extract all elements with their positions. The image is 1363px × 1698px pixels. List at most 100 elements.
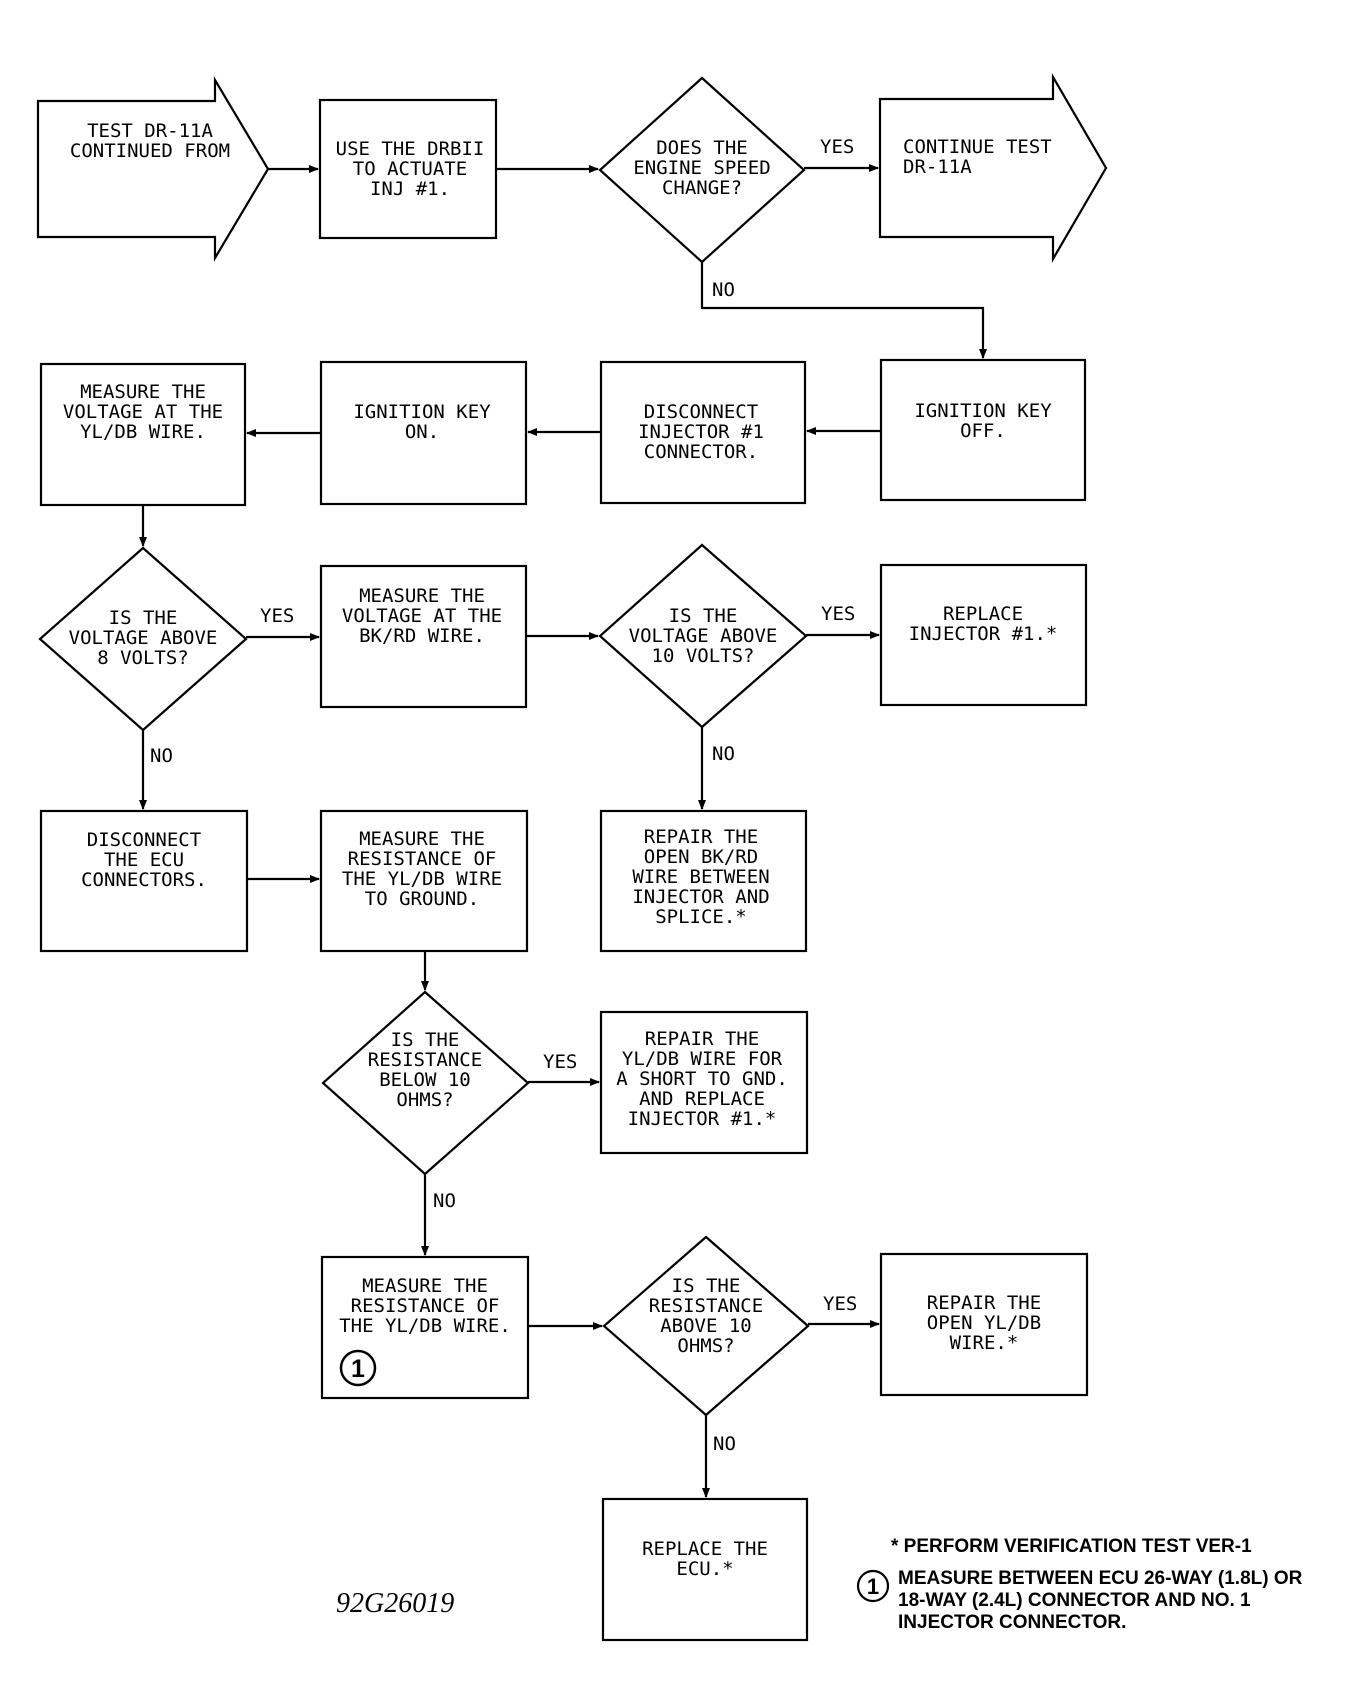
label-yes-below10: YES — [543, 1051, 577, 1073]
node-text-line: BELOW 10 — [379, 1069, 471, 1091]
measure-resistance-ground-box — [319, 809, 529, 953]
node-text-line: IS THE — [391, 1029, 460, 1051]
node-text-line: A SHORT TO GND. — [616, 1068, 788, 1090]
start-arrow-shape — [36, 76, 270, 262]
node-text-line: WIRE.* — [950, 1332, 1019, 1354]
ignition-key-on-box — [319, 360, 528, 506]
node-text-line: CONTINUED FROM — [70, 140, 230, 162]
label-yes-above10: YES — [823, 1293, 857, 1315]
label-no-above10: NO — [713, 1433, 736, 1455]
node-text-line: YL/DB WIRE FOR — [622, 1048, 783, 1070]
node-text-line: YL/DB WIRE. — [80, 421, 206, 443]
node-text-line: DISCONNECT — [87, 829, 201, 851]
node-text-line: ECU.* — [676, 1558, 733, 1580]
callout-circle-box — [339, 1349, 377, 1387]
node-text-line: TO GROUND. — [365, 888, 479, 910]
node-text-line: RESISTANCE — [649, 1295, 763, 1317]
node-text-line: INJECTOR #1 — [638, 421, 764, 443]
label-no-speed: NO — [712, 279, 735, 301]
node-text-line: MEASURE THE — [80, 381, 206, 403]
node-text-line: INJECTOR AND — [632, 886, 769, 908]
ignition-key-off-box — [879, 358, 1087, 502]
node-text-line: VOLTAGE ABOVE — [629, 625, 778, 647]
node-text-line: VOLTAGE AT THE — [63, 401, 223, 423]
node-text-line: IGNITION KEY — [353, 401, 491, 423]
node-text-line: OPEN BK/RD — [644, 846, 758, 868]
node-text-line: 10 VOLTS? — [652, 645, 755, 667]
node-text-line: TEST DR-11A — [87, 120, 213, 142]
node-text-line: BK/RD WIRE. — [359, 625, 485, 647]
measure-resistance-wire-box — [320, 1255, 530, 1400]
node-text-line: RESISTANCE OF — [348, 848, 497, 870]
node-text-line: THE YL/DB WIRE — [342, 868, 502, 890]
node-text-line: OFF. — [960, 420, 1006, 442]
label-yes-speed: YES — [820, 136, 854, 158]
disconnect-injector-box — [599, 360, 807, 505]
node-text-line: SPLICE.* — [655, 906, 747, 928]
node-text-line: AND REPLACE — [639, 1088, 765, 1110]
label-yes-10v: YES — [821, 603, 855, 625]
callout-number-box: 1 — [351, 1355, 365, 1383]
edge-speed-no — [700, 262, 987, 359]
node-text-line: ENGINE SPEED — [633, 157, 770, 179]
node-text-line: REPAIR THE — [645, 1028, 759, 1050]
label-no-below10: NO — [433, 1190, 456, 1212]
node-text-line: CONNECTORS. — [81, 869, 207, 891]
measure-bk-voltage-box — [319, 564, 528, 709]
node-text-line: ON. — [405, 421, 439, 443]
node-text-line: OHMS? — [396, 1089, 453, 1111]
node-text-line: WIRE BETWEEN — [632, 866, 769, 888]
node-text-line: CHANGE? — [662, 177, 742, 199]
label-no-10v: NO — [712, 743, 735, 765]
node-text-line: MEASURE THE — [359, 828, 485, 850]
callout-circle-note — [856, 1569, 890, 1603]
figure-id: 92G26019 — [336, 1588, 454, 1619]
node-text-line: MEASURE THE — [359, 585, 485, 607]
node-text-line: 8 VOLTS? — [97, 647, 189, 669]
measure-yl-voltage-box — [39, 362, 247, 507]
node-text-line: IS THE — [672, 1275, 741, 1297]
node-text-line: DR-11A — [903, 156, 972, 178]
node-text-line: OPEN YL/DB — [927, 1312, 1041, 1334]
repair-open-ylb-box — [879, 1252, 1089, 1397]
node-text-line: VOLTAGE AT THE — [342, 605, 502, 627]
node-text-line: THE YL/DB WIRE. — [339, 1315, 511, 1337]
continue-arrow-shape — [878, 72, 1108, 264]
node-text-line: THE ECU — [104, 849, 184, 871]
replace-ecu-box — [601, 1497, 809, 1642]
node-text-line: INJ #1. — [370, 178, 450, 200]
node-text-line: REPAIR THE — [644, 826, 758, 848]
node-text-line: REPLACE — [943, 603, 1023, 625]
node-text-line: MEASURE THE — [362, 1275, 488, 1297]
replace-injector-box — [879, 563, 1088, 707]
node-text-line: RESISTANCE OF — [351, 1295, 500, 1317]
label-no-8v: NO — [150, 745, 173, 767]
note-measure-line-3: INJECTOR CONNECTOR. — [898, 1612, 1126, 1633]
note-measure-line-2: 18-WAY (2.4L) CONNECTOR AND NO. 1 — [898, 1590, 1251, 1611]
node-text-line: IS THE — [109, 607, 178, 629]
note-verification: * PERFORM VERIFICATION TEST VER-1 — [891, 1536, 1252, 1557]
node-text-line: INJECTOR #1.* — [628, 1108, 777, 1130]
node-text-line: CONNECTOR. — [644, 441, 758, 463]
label-yes-8v: YES — [260, 605, 294, 627]
node-text-line: REPLACE THE — [642, 1538, 768, 1560]
repair-short-box — [599, 1010, 809, 1155]
node-text-line: VOLTAGE ABOVE — [69, 627, 218, 649]
